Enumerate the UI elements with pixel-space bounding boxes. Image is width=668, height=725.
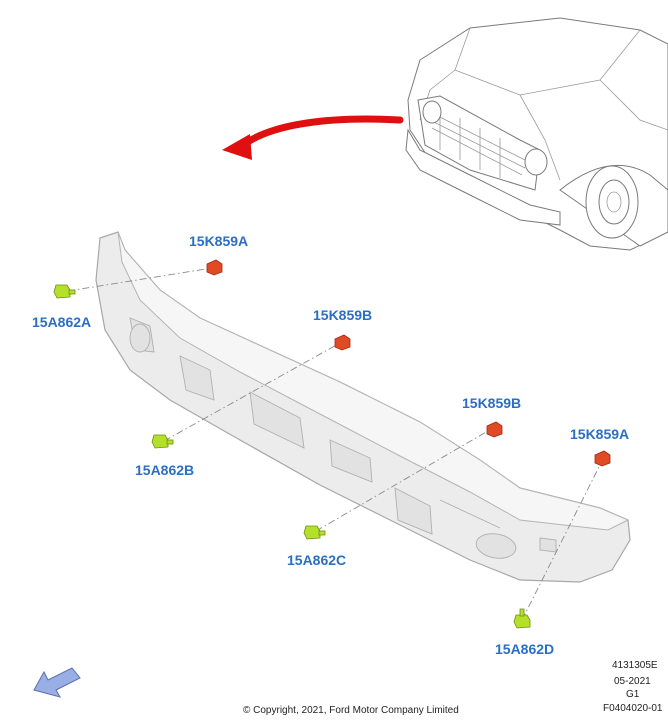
retainer-nut-icon bbox=[486, 421, 503, 438]
callout-bolt-center: 15A862C bbox=[287, 552, 346, 568]
retainer-nut-icon bbox=[594, 450, 611, 467]
callout-nut-right: 15K859A bbox=[570, 426, 629, 442]
mounting-bolt-icon bbox=[513, 608, 531, 629]
vehicle-front-illustration bbox=[405, 17, 668, 251]
callout-bolt-mid-left: 15A862B bbox=[135, 462, 194, 478]
callout-bolt-left: 15A862A bbox=[32, 314, 91, 330]
callout-nut-upper-left: 15K859A bbox=[189, 233, 248, 249]
leader-lines bbox=[67, 267, 603, 621]
callout-bolt-right: 15A862D bbox=[495, 641, 554, 657]
callout-nut-mid-right: 15K859B bbox=[462, 395, 521, 411]
front-bumper-illustration bbox=[95, 231, 631, 583]
mounting-bolt-icon bbox=[303, 525, 326, 540]
front-arrow-icon bbox=[33, 667, 81, 698]
retainer-nut-icon bbox=[334, 334, 351, 351]
mounting-bolt-icon bbox=[53, 284, 76, 299]
mounting-bolt-icon bbox=[151, 434, 174, 449]
figure-id: F0404020-01 bbox=[603, 703, 663, 714]
curved-arrow-icon bbox=[222, 115, 404, 160]
figure-date: 05-2021 bbox=[614, 676, 651, 687]
copyright-notice: © Copyright, 2021, Ford Motor Company Li… bbox=[243, 705, 459, 716]
figure-grade: G1 bbox=[626, 689, 640, 700]
retainer-nut-icon bbox=[206, 259, 223, 276]
figure-code: 4131305E bbox=[612, 660, 658, 671]
callout-nut-mid-left: 15K859B bbox=[313, 307, 372, 323]
